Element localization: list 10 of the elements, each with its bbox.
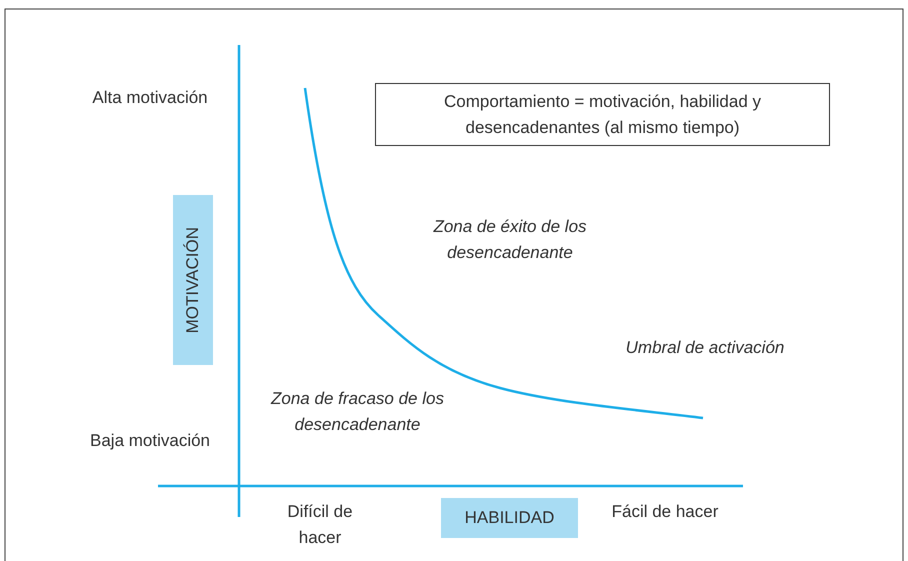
axis-end-label: Alta motivación: [91, 87, 209, 109]
axis-end-label: Baja motivación: [90, 430, 210, 452]
zone-label: Zona de fracaso de los desencadenante: [270, 388, 445, 436]
axis-end-label: Difícil de hacer: [286, 501, 354, 549]
threshold-label: Umbral de activación: [624, 337, 786, 359]
axis-title-box: HABILIDAD: [441, 498, 578, 538]
formula-box: Comportamiento = motivación, habilidad y desencadenantes (al mismo tiempo): [375, 83, 830, 146]
axis-end-label: Fácil de hacer: [610, 501, 720, 523]
zone-label: Zona de éxito de los desencadenante: [432, 216, 588, 264]
axis-title-box: MOTIVACIÓN: [173, 195, 213, 365]
